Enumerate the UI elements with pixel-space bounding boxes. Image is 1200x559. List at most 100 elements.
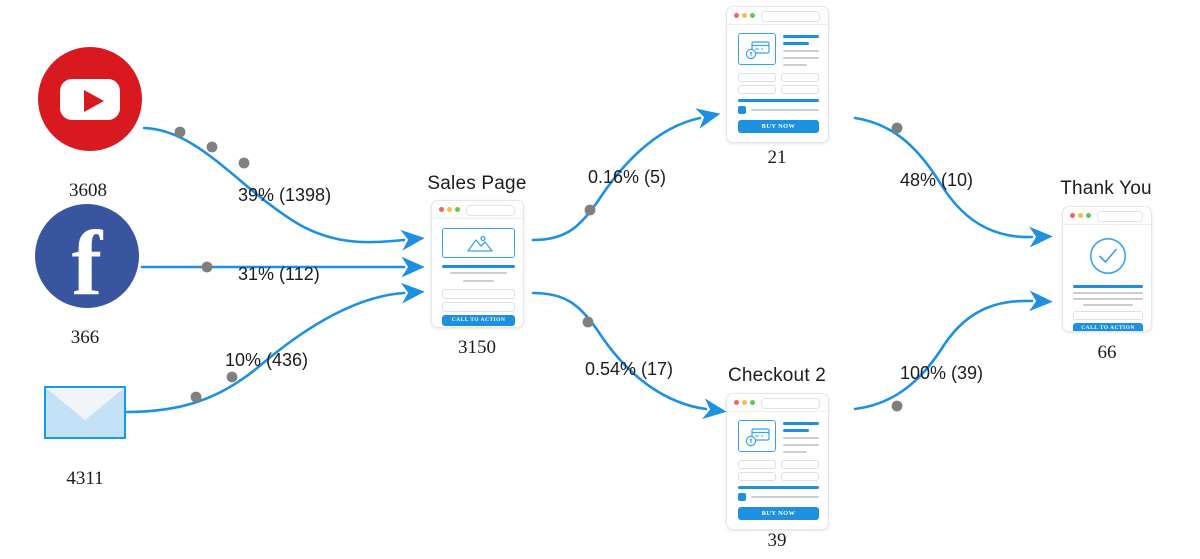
summary-line-3 [783, 451, 807, 454]
checkout-1-node[interactable]: BUY NOW [726, 6, 829, 143]
checkout-2-count: 39 [767, 530, 787, 551]
browser-titlebar [432, 201, 523, 219]
edge-label-checkout2-to-thanks: 100% (39) [900, 363, 984, 383]
checkout-2-buy-now-button[interactable]: BUY NOW [738, 507, 819, 520]
edge-youtube-to-sales [142, 126, 425, 251]
youtube-play-icon [84, 90, 104, 112]
edge-label-email-to-sales: 10% (436) [225, 350, 309, 370]
body-line-2 [463, 280, 494, 283]
browser-url-bar [466, 205, 515, 216]
summary-line-1 [783, 437, 819, 440]
product-image-placeholder [738, 420, 776, 452]
window-minimize-dot-icon [1078, 213, 1083, 218]
facebook-icon[interactable]: f [35, 204, 139, 314]
form-field-1[interactable] [442, 289, 515, 299]
checkout-field-2[interactable] [781, 73, 819, 82]
sales-page-title: Sales Page [427, 173, 527, 194]
edge-label-sales-to-checkout1: 0.16% (5) [588, 167, 667, 187]
confirm-accent-line [1073, 285, 1143, 288]
confirm-line-2 [1073, 298, 1143, 301]
success-check-icon [1089, 237, 1127, 275]
checkout-1-count: 21 [767, 147, 787, 168]
checkout-field-2[interactable] [781, 460, 819, 469]
thank-you-cta-button[interactable]: CALL TO ACTION [1073, 323, 1143, 331]
checkout-1-buy-now-button[interactable]: BUY NOW [738, 120, 819, 133]
browser-url-bar [761, 398, 820, 409]
divider-accent-line [738, 99, 819, 102]
checkout-field-4[interactable] [781, 472, 819, 481]
window-close-dot-icon [734, 13, 739, 18]
form-field-2[interactable] [442, 302, 515, 312]
sales-page-count: 3150 [458, 337, 496, 358]
terms-checkbox[interactable] [738, 493, 746, 501]
facebook-f-glyph: f [71, 212, 103, 314]
hero-image-placeholder [442, 228, 515, 258]
window-minimize-dot-icon [742, 400, 747, 405]
credit-card-icon [745, 41, 770, 60]
edge-sales-to-checkout1 [531, 108, 721, 242]
window-close-dot-icon [734, 400, 739, 405]
product-image-placeholder [738, 33, 776, 65]
youtube-visitor-count: 3608 [69, 180, 107, 201]
edge-checkout2-to-thanks [853, 290, 1053, 411]
facebook-visitor-count: 366 [70, 327, 100, 348]
edge-label-facebook-to-sales: 31% (112) [238, 264, 320, 284]
mountain-image-icon [467, 235, 493, 252]
credit-card-icon [745, 428, 770, 447]
checkout-2-node[interactable]: BUY NOW [726, 393, 829, 530]
summary-line-1 [783, 50, 819, 53]
terms-text-line [751, 109, 819, 112]
body-line-1 [450, 272, 507, 275]
terms-text-line [751, 496, 819, 499]
browser-titlebar [1063, 207, 1151, 225]
edge-label-checkout1-to-thanks: 48% (10) [900, 170, 974, 190]
edge-checkout1-to-thanks [853, 116, 1053, 248]
summary-accent-line [783, 422, 819, 425]
confirm-line-3 [1083, 304, 1133, 307]
thank-you-title: Thank You [1060, 178, 1152, 199]
edge-label-youtube-to-sales: 39% (1398) [238, 185, 332, 205]
envelope-flap-icon [46, 388, 124, 420]
edge-label-sales-to-checkout2: 0.54% (17) [585, 359, 674, 379]
checkout-field-3[interactable] [738, 472, 776, 481]
checkout-field-3[interactable] [738, 85, 776, 94]
email-envelope-icon[interactable] [44, 386, 126, 439]
summary-accent-line-2 [783, 429, 809, 432]
browser-url-bar [1097, 211, 1143, 222]
thank-you-node[interactable]: CALL TO ACTION [1062, 206, 1152, 332]
checkout-field-1[interactable] [738, 73, 776, 82]
browser-titlebar [727, 394, 828, 412]
sales-page-cta-button[interactable]: CALL TO ACTION [442, 315, 515, 326]
summary-line-2 [783, 444, 819, 447]
sales-page-node[interactable]: CALL TO ACTION [431, 200, 524, 328]
edge-markers [174, 122, 903, 412]
thank-you-field[interactable] [1073, 311, 1143, 320]
edge-sales-to-checkout2 [531, 291, 727, 419]
headline-accent-line [442, 265, 515, 268]
window-minimize-dot-icon [742, 13, 747, 18]
checkout-field-1[interactable] [738, 460, 776, 469]
email-visitor-count: 4311 [66, 468, 104, 489]
terms-checkbox[interactable] [738, 106, 746, 114]
browser-titlebar [727, 7, 828, 25]
window-maximize-dot-icon [1086, 213, 1091, 218]
summary-line-3 [783, 64, 807, 67]
window-close-dot-icon [1070, 213, 1075, 218]
divider-accent-line [738, 486, 819, 489]
summary-line-2 [783, 57, 819, 60]
window-maximize-dot-icon [750, 13, 755, 18]
window-close-dot-icon [439, 207, 444, 212]
window-maximize-dot-icon [455, 207, 460, 212]
confirm-line-1 [1073, 292, 1143, 295]
thank-you-count: 66 [1097, 342, 1117, 363]
summary-accent-line [783, 35, 819, 38]
checkout-field-4[interactable] [781, 85, 819, 94]
window-minimize-dot-icon [447, 207, 452, 212]
summary-accent-line-2 [783, 42, 809, 45]
edge-email-to-sales [124, 282, 425, 414]
youtube-icon[interactable] [38, 47, 142, 151]
checkout-2-title: Checkout 2 [727, 365, 827, 386]
browser-url-bar [761, 11, 820, 22]
